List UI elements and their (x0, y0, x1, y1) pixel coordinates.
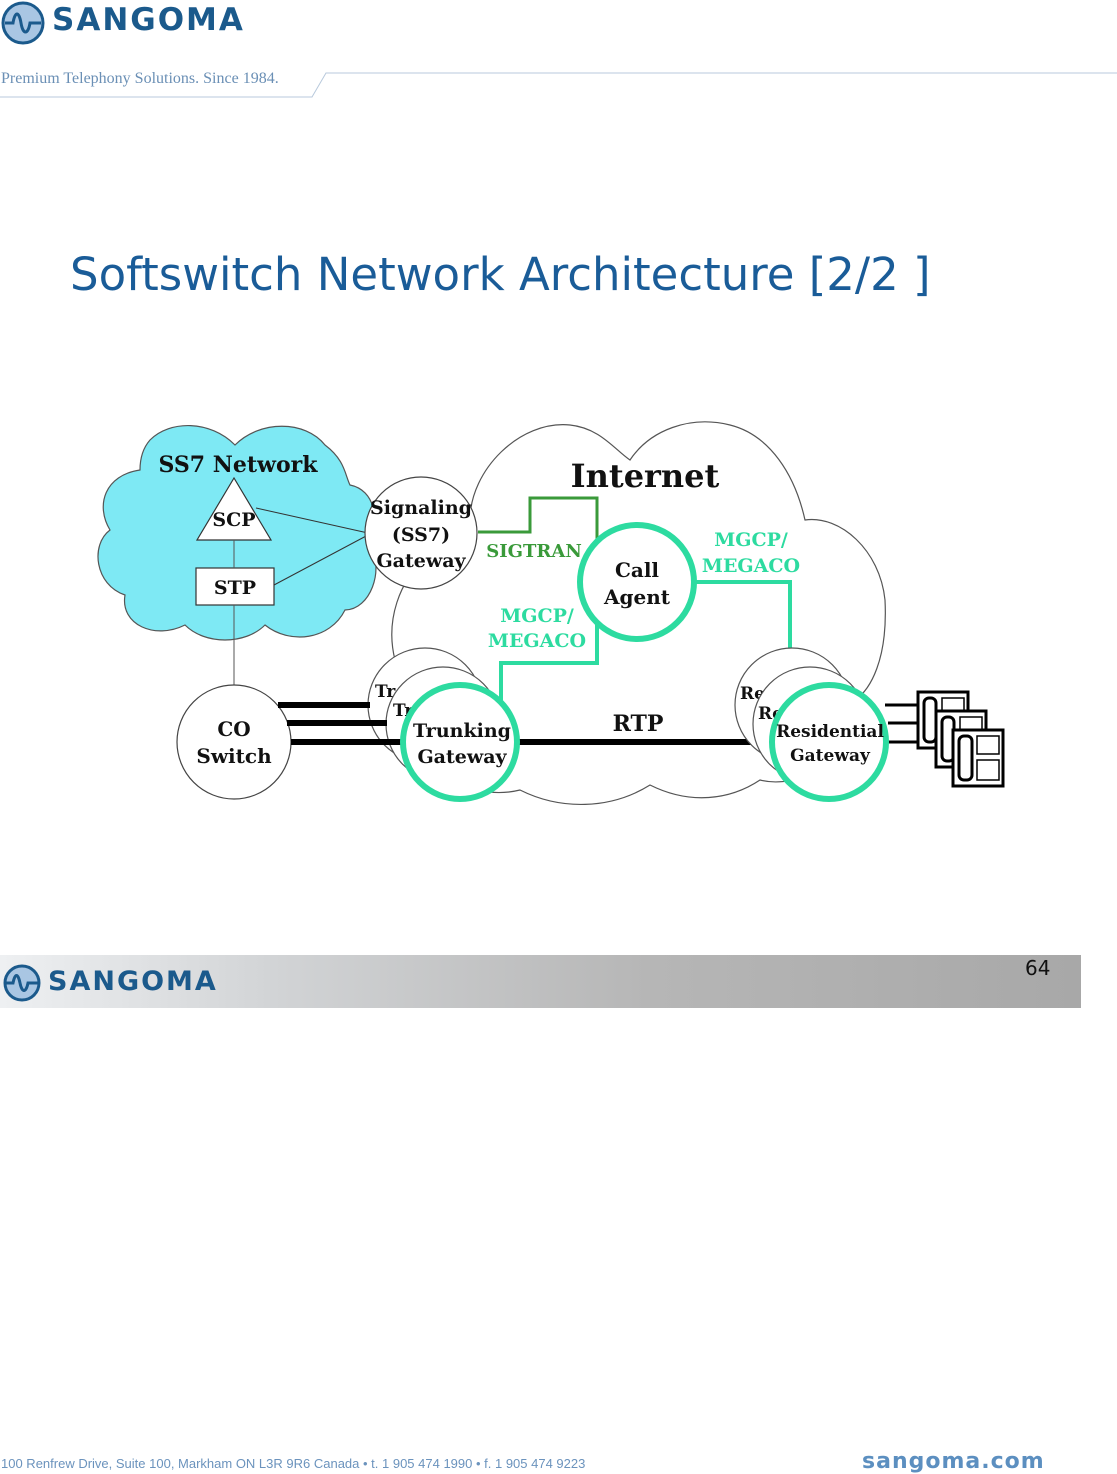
signaling-gateway-label-3: Gateway (376, 550, 466, 572)
trunking-gateway-label-1: Trunking (413, 720, 511, 742)
trunking-gateway-node (400, 682, 520, 802)
website-link[interactable]: sangoma.com (862, 1449, 1045, 1474)
ss7-network-label: SS7 Network (159, 452, 319, 478)
sigtran-link (478, 496, 599, 540)
signaling-gateway-label-2: (SS7) (392, 524, 450, 546)
internet-label: Internet (571, 457, 720, 495)
call-agent-label-2: Agent (603, 585, 671, 609)
footer-logo-text: SANGOMA (48, 966, 218, 997)
header-logo-text: SANGOMA (52, 2, 245, 38)
call-agent-label-1: Call (615, 558, 659, 582)
page-number: 64 (1025, 956, 1051, 980)
stp-label: STP (214, 577, 256, 599)
trunking-stack-label-1: Tr (375, 682, 396, 702)
signaling-gateway-label-1: Signaling (370, 497, 472, 519)
co-switch-label-2: Switch (196, 744, 272, 768)
sangoma-logo-icon (1, 1, 45, 45)
sigtran-label: SIGTRAN (486, 541, 582, 562)
telephone-icon (951, 728, 1005, 788)
slide-title: Softswitch Network Architecture [2/2 ] (70, 248, 931, 301)
mgcp-right-label-2: MEGACO (702, 555, 800, 577)
scp-label: SCP (212, 509, 255, 531)
co-switch-node (176, 684, 292, 800)
trunking-gateway-label-2: Gateway (417, 746, 507, 768)
sangoma-logo-icon (3, 964, 41, 1002)
signaling-gateway-node (364, 476, 478, 590)
rtp-label: RTP (613, 711, 664, 737)
mgcp-right-label-1: MGCP/ (714, 529, 788, 551)
stp-node (195, 567, 275, 606)
call-agent-node (577, 522, 697, 642)
co-switch-label-1: CO (217, 717, 250, 741)
footer-bar (0, 955, 1081, 1008)
tagline: Premium Telephony Solutions. Since 1984. (1, 70, 279, 87)
mgcp-left-label-2: MEGACO (488, 630, 586, 652)
residential-gateway-node (769, 682, 889, 802)
address: 100 Renfrew Drive, Suite 100, Markham ON… (1, 1456, 586, 1471)
mgcp-left-link (499, 610, 599, 700)
mgcp-left-label-1: MGCP/ (500, 605, 574, 627)
network-diagram: SS7 Network Internet SCP STP Signaling (… (97, 421, 1005, 805)
residential-gateway-label-1: Residential (776, 722, 884, 742)
header-divider (0, 72, 1117, 98)
residential-gateway-label-2: Gateway (790, 746, 871, 766)
